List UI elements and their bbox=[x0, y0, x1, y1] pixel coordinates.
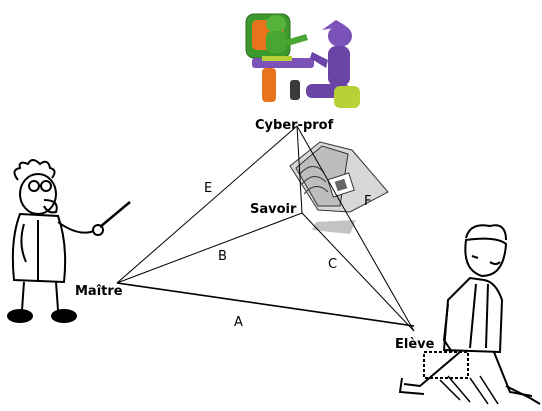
professor-with-pointer-icon bbox=[7, 159, 131, 323]
edge-savoir-cyber-prof bbox=[296, 125, 303, 214]
open-book-icon bbox=[289, 141, 389, 234]
edge-label-e: E bbox=[204, 181, 212, 196]
edge-label-b: B bbox=[218, 249, 227, 264]
node-label-cyber-prof: Cyber-prof bbox=[255, 118, 334, 133]
edge-cyber-prof-eleve bbox=[296, 125, 415, 332]
edge-label-a: A bbox=[234, 315, 243, 330]
walking-student-icon bbox=[398, 224, 541, 405]
edge-label-c: C bbox=[328, 257, 337, 272]
edge-maitre-cyber-prof bbox=[116, 125, 298, 284]
node-label-maitre: Maître bbox=[75, 284, 123, 299]
diagram-edges bbox=[116, 125, 415, 332]
node-label-savoir: Savoir bbox=[250, 202, 297, 217]
edge-maitre-eleve bbox=[116, 282, 415, 327]
clay-figures-at-computer-icon bbox=[245, 13, 360, 108]
node-label-eleve: Elève bbox=[395, 337, 435, 352]
edge-label-f: F bbox=[364, 194, 371, 209]
edge-maitre-savoir bbox=[116, 212, 303, 284]
edge-savoir-eleve bbox=[301, 212, 415, 332]
